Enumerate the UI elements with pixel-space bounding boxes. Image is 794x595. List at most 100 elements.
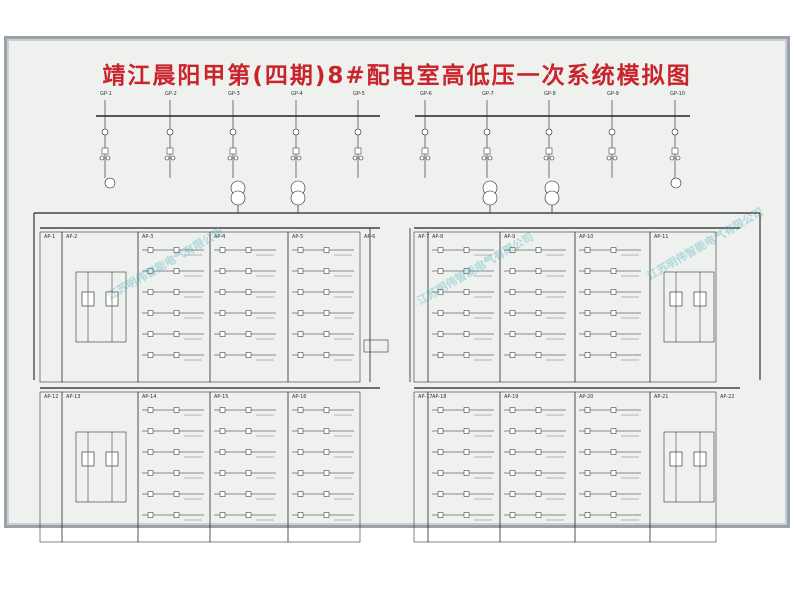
breaker-symbol	[437, 247, 444, 253]
breaker-symbol	[219, 449, 226, 455]
cabinet-label: AP-5	[292, 234, 303, 240]
breaker-symbol	[297, 268, 304, 274]
switch-symbol	[229, 128, 237, 136]
meter-symbol	[296, 155, 302, 161]
breaker-symbol	[147, 470, 154, 476]
breaker-symbol	[166, 147, 174, 155]
breaker-symbol	[584, 268, 591, 274]
meter-symbol	[227, 155, 233, 161]
meter-symbol	[419, 155, 425, 161]
breaker-symbol	[297, 449, 304, 455]
meter-symbol	[669, 155, 675, 161]
breaker-symbol	[437, 428, 444, 434]
breaker-symbol	[323, 470, 330, 476]
breaker-symbol	[463, 428, 470, 434]
breaker-symbol	[173, 352, 180, 358]
cabinet-label: AP-21	[654, 394, 669, 400]
meter-symbol	[612, 155, 618, 161]
breaker-symbol	[535, 512, 542, 518]
breaker-symbol	[229, 147, 237, 155]
cabinet-label: AP-22	[720, 394, 735, 400]
breaker-symbol	[535, 331, 542, 337]
breaker-symbol	[245, 512, 252, 518]
cabinet-label: AP-8	[432, 234, 443, 240]
breaker-symbol	[219, 512, 226, 518]
hv-cabinet-label: GP-9	[607, 91, 619, 97]
breaker-symbol	[147, 407, 154, 413]
breaker-symbol	[219, 331, 226, 337]
cabinet-label: AP-7	[418, 234, 429, 240]
breaker-symbol	[147, 428, 154, 434]
breaker-symbol	[584, 449, 591, 455]
breaker-symbol	[147, 289, 154, 295]
cabinet-frame	[287, 391, 361, 543]
meter-symbol	[105, 155, 111, 161]
breaker-symbol	[545, 147, 553, 155]
breaker-symbol	[219, 470, 226, 476]
breaker-symbol	[245, 289, 252, 295]
breaker-symbol	[610, 449, 617, 455]
meter-symbol	[358, 155, 364, 161]
breaker-symbol	[297, 310, 304, 316]
breaker-symbol	[437, 268, 444, 274]
breaker-symbol	[323, 449, 330, 455]
breaker-symbol	[219, 310, 226, 316]
mimic-board	[4, 36, 790, 528]
breaker-symbol	[173, 289, 180, 295]
cabinet-frame	[427, 391, 501, 543]
breaker-symbol	[297, 512, 304, 518]
breaker-symbol	[584, 512, 591, 518]
breaker-symbol	[297, 428, 304, 434]
breaker-symbol	[509, 512, 516, 518]
breaker-symbol	[437, 289, 444, 295]
switch-symbol	[545, 128, 553, 136]
breaker-symbol	[173, 331, 180, 337]
breaker-symbol	[147, 352, 154, 358]
breaker-symbol	[463, 268, 470, 274]
breaker-symbol	[147, 449, 154, 455]
breaker-symbol	[219, 289, 226, 295]
cabinet-label: AP-1	[44, 234, 55, 240]
watermark-text: 江苏明伟智能电气有限公司	[415, 229, 536, 307]
meter-symbol	[543, 155, 549, 161]
breaker-symbol	[292, 147, 300, 155]
breaker-symbol	[421, 147, 429, 155]
breaker-symbol	[463, 331, 470, 337]
breaker-symbol	[323, 352, 330, 358]
breaker-symbol	[610, 289, 617, 295]
switch-symbol	[101, 128, 109, 136]
breaker-symbol	[173, 428, 180, 434]
cabinet-frame	[287, 231, 361, 383]
cabinet-frame	[649, 391, 717, 543]
breaker-symbol	[610, 407, 617, 413]
breaker-symbol	[535, 247, 542, 253]
bus-tie-breaker	[363, 339, 389, 353]
breaker-symbol	[610, 247, 617, 253]
switch-symbol	[166, 128, 174, 136]
breaker-symbol	[219, 428, 226, 434]
meter-symbol	[164, 155, 170, 161]
breaker-symbol	[584, 491, 591, 497]
breaker-symbol	[323, 331, 330, 337]
breaker-symbol	[535, 268, 542, 274]
breaker-symbol	[463, 407, 470, 413]
hv-cabinet-label: GP-4	[291, 91, 303, 97]
breaker-symbol	[323, 512, 330, 518]
breaker-symbol	[535, 289, 542, 295]
cabinet-label: AP-12	[44, 394, 59, 400]
breaker-symbol	[297, 470, 304, 476]
breaker-symbol	[245, 470, 252, 476]
switch-symbol	[292, 128, 300, 136]
breaker-symbol	[245, 428, 252, 434]
meter-symbol	[290, 155, 296, 161]
supply-symbol	[104, 177, 116, 189]
switch-symbol	[483, 128, 491, 136]
cabinet-label: AP-11	[654, 234, 669, 240]
breaker-symbol	[483, 147, 491, 155]
capacitor-bank-frame	[663, 271, 715, 343]
transformer-symbol	[544, 190, 560, 206]
watermark-text: 江苏明伟智能电气有限公司	[105, 224, 226, 302]
breaker-symbol	[509, 289, 516, 295]
cabinet-label: AP-4	[214, 234, 225, 240]
